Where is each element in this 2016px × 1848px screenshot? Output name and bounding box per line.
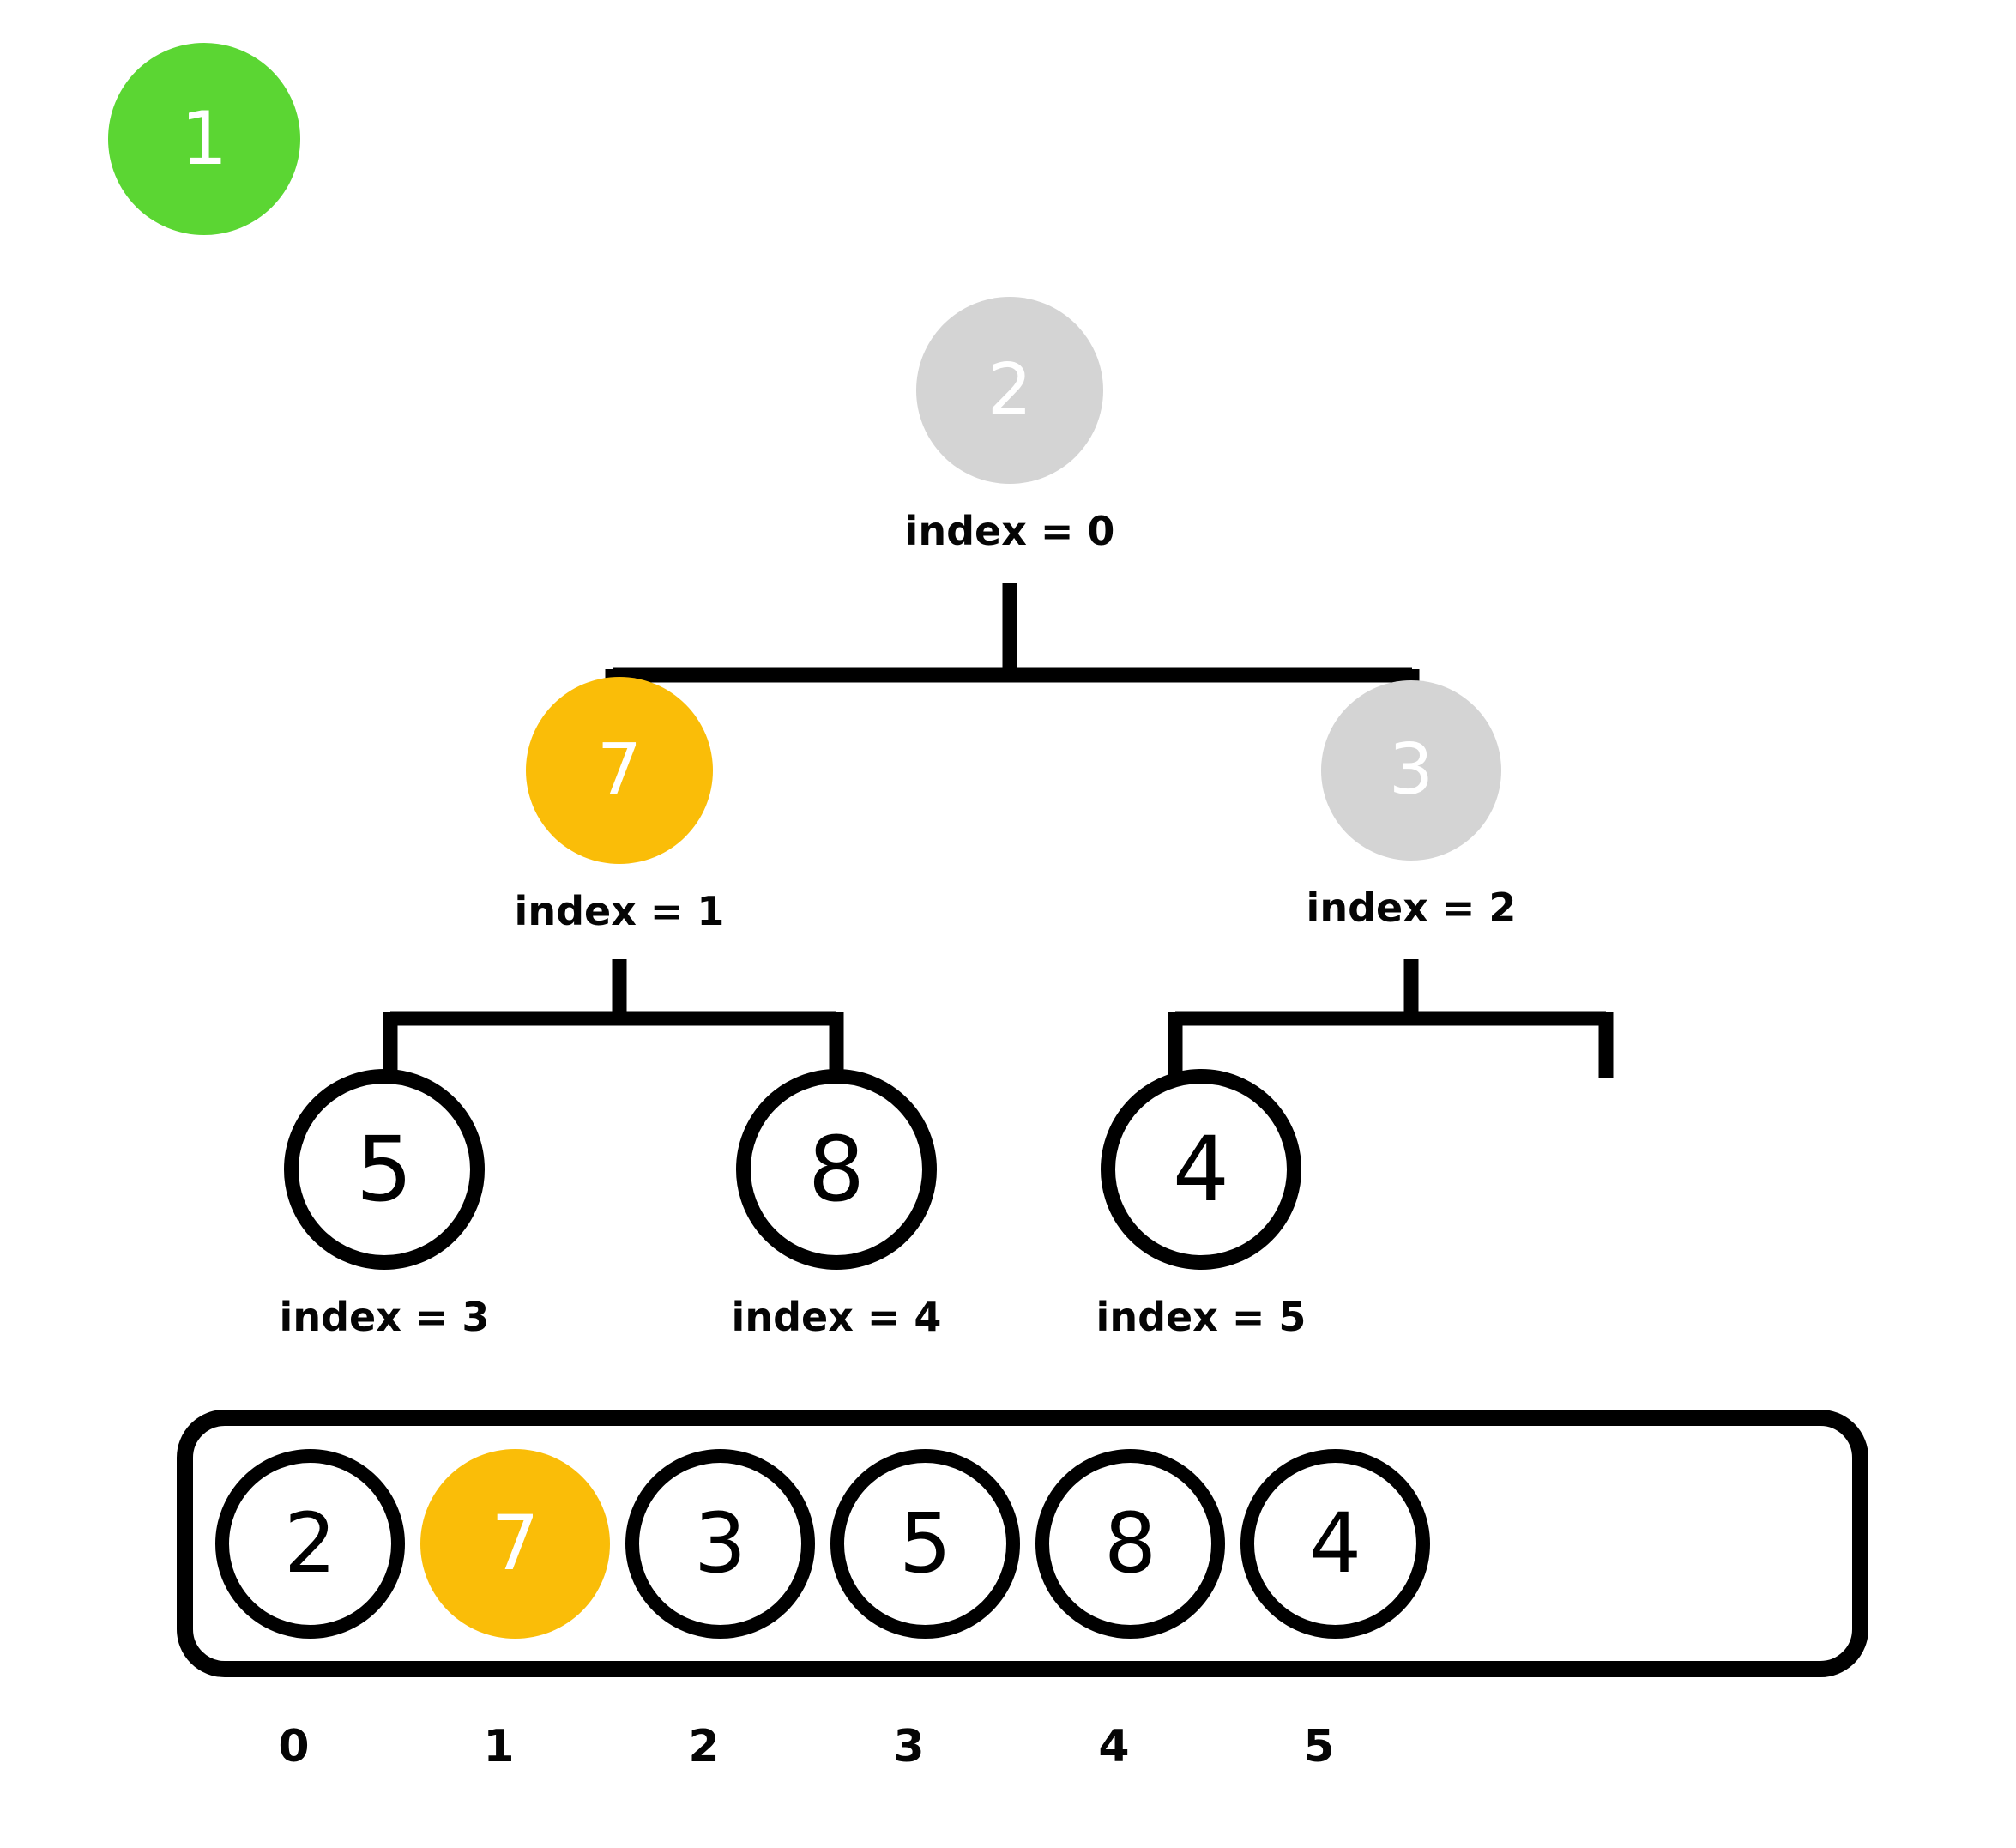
edge-group-root bbox=[605, 583, 1420, 786]
tree-node-7-index-1[interactable]: 7 bbox=[526, 677, 713, 864]
array-cell-value: 4 bbox=[1308, 1495, 1362, 1591]
tree-node-value: 2 bbox=[987, 349, 1033, 431]
tree-node-index-label-1: index = 1 bbox=[514, 888, 725, 934]
tree-node-value: 3 bbox=[1388, 729, 1434, 811]
tree-node-index-label-4: index = 4 bbox=[731, 1294, 942, 1340]
array-cell-value: 7 bbox=[491, 1499, 540, 1587]
array-index-label-5: 5 bbox=[1303, 1721, 1335, 1773]
array-cell-1[interactable]: 7 bbox=[420, 1448, 610, 1639]
array-cell-value: 5 bbox=[898, 1495, 952, 1591]
array-index-label-4: 4 bbox=[1098, 1721, 1130, 1773]
array-cell-value: 8 bbox=[1103, 1495, 1157, 1591]
tree-node-3-index-2[interactable]: 3 bbox=[1321, 680, 1501, 861]
array-cell-5[interactable]: 4 bbox=[1240, 1448, 1430, 1639]
array-cell-0[interactable]: 2 bbox=[215, 1448, 405, 1639]
array-index-label-1: 1 bbox=[483, 1721, 515, 1773]
tree-node-value: 5 bbox=[355, 1117, 413, 1222]
array-cell-value: 2 bbox=[283, 1495, 337, 1591]
tree-node-5-index-3[interactable]: 5 bbox=[284, 1069, 485, 1270]
array-index-label-0: 0 bbox=[278, 1721, 310, 1773]
step-badge: 1 bbox=[108, 43, 300, 235]
array-cell-3[interactable]: 5 bbox=[830, 1448, 1020, 1639]
tree-node-value: 8 bbox=[807, 1117, 866, 1222]
tree-node-index-label-3: index = 3 bbox=[279, 1294, 490, 1340]
tree-node-index-label-5: index = 5 bbox=[1096, 1294, 1307, 1340]
array-cell-value: 3 bbox=[693, 1495, 747, 1591]
edge-group-left-subtree bbox=[383, 959, 844, 1083]
tree-node-4-index-5[interactable]: 4 bbox=[1101, 1069, 1301, 1270]
array-container: 2 7 3 5 8 4 bbox=[177, 1410, 1868, 1677]
array-index-label-3: 3 bbox=[893, 1721, 925, 1773]
tree-node-index-label-2: index = 2 bbox=[1306, 885, 1517, 931]
tree-node-value: 4 bbox=[1172, 1117, 1230, 1222]
edge-group-right-subtree bbox=[1168, 959, 1614, 1083]
array-cell-2[interactable]: 3 bbox=[625, 1448, 815, 1639]
tree-node-8-index-4[interactable]: 8 bbox=[736, 1069, 937, 1270]
tree-node-2-index-0[interactable]: 2 bbox=[916, 297, 1103, 484]
array-index-label-2: 2 bbox=[688, 1721, 720, 1773]
array-cells: 2 7 3 5 8 4 bbox=[193, 1426, 1430, 1661]
step-badge-label: 1 bbox=[180, 96, 228, 182]
tree-node-value: 7 bbox=[596, 729, 643, 811]
tree-node-index-label-0: index = 0 bbox=[904, 508, 1115, 554]
array-cell-4[interactable]: 8 bbox=[1035, 1448, 1225, 1639]
